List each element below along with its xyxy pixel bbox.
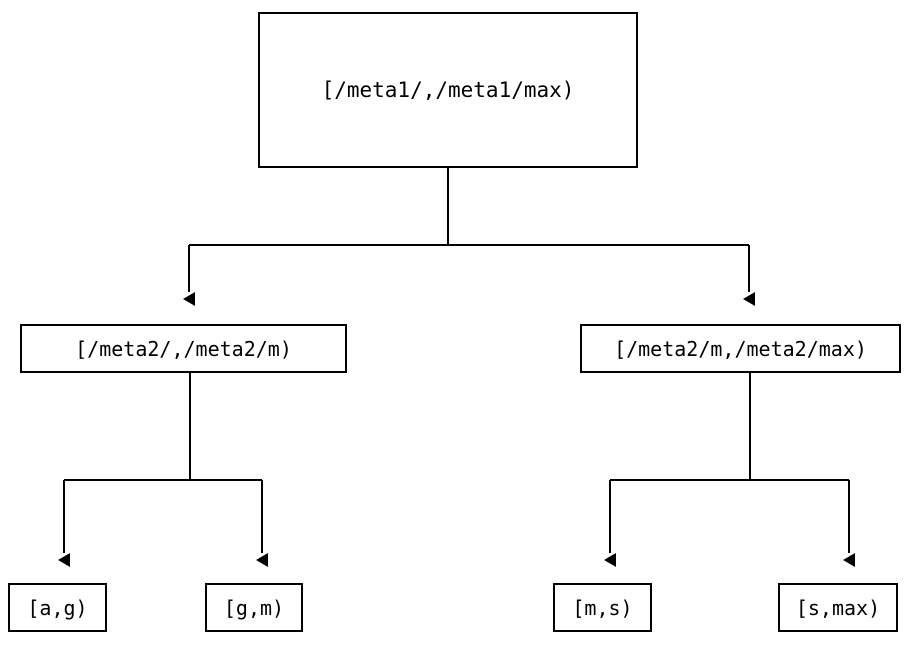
tree-node-root-label: [/meta1/,/meta1/max) (321, 77, 575, 102)
tree-node-meta2-high-label: [/meta2/m,/meta2/max) (614, 336, 867, 361)
tree-node-leaf-smax-label: [s,max) (795, 595, 881, 620)
tree-node-leaf-ag-label: [a,g) (27, 595, 88, 620)
edge-root-to-level2 (183, 168, 755, 306)
tree-node-root[interactable]: [/meta1/,/meta1/max) (258, 12, 638, 168)
tree-node-leaf-gm-label: [g,m) (223, 595, 285, 620)
tree-node-leaf-ag[interactable]: [a,g) (8, 583, 107, 632)
tree-node-leaf-smax[interactable]: [s,max) (778, 583, 898, 632)
tree-node-leaf-ms-label: [m,s) (572, 595, 633, 620)
edge-meta2low-to-leaves (58, 373, 268, 567)
tree-node-meta2-low[interactable]: [/meta2/,/meta2/m) (20, 324, 347, 373)
tree-node-leaf-ms[interactable]: [m,s) (553, 583, 652, 632)
tree-node-meta2-low-label: [/meta2/,/meta2/m) (75, 336, 292, 361)
tree-node-leaf-gm[interactable]: [g,m) (205, 583, 303, 632)
edge-meta2high-to-leaves (604, 373, 855, 567)
tree-node-meta2-high[interactable]: [/meta2/m,/meta2/max) (580, 324, 901, 373)
